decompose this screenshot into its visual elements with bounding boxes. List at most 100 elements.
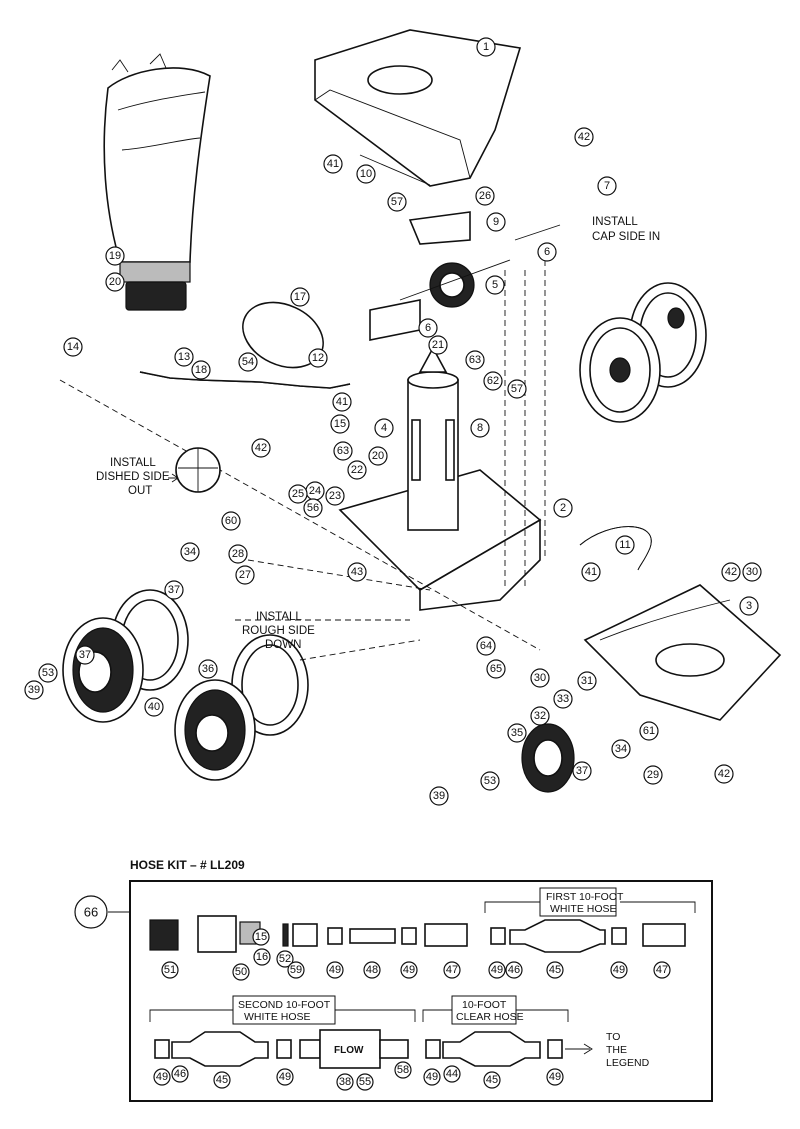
callout: 19 [105,246,125,266]
kit-callout-row1: 45 [546,961,564,979]
svg-text:35: 35 [511,727,523,739]
feed-hose-inner [139,371,351,389]
callout: 65 [486,659,506,679]
kit-part-49f [276,1039,292,1059]
callout: 5 [485,275,505,295]
svg-text:32: 32 [534,710,546,722]
svg-text:33: 33 [557,693,569,705]
callout: 43 [347,562,367,582]
callout: 42 [574,127,594,147]
callout: 21 [428,335,448,355]
svg-text:36: 36 [202,663,214,675]
callout: 37 [75,645,95,665]
note-dished-side-line2: DISHED SIDE [96,471,170,483]
svg-text:19: 19 [109,250,121,262]
second-white-hose-label-line1: SECOND 10-FOOT [238,999,331,1011]
drive-shaft [399,259,511,301]
note-rough-side-line3: DOWN [265,639,301,651]
callout: 24 [305,481,325,501]
svg-text:49: 49 [329,964,341,976]
second-white-hose-label-line2: WHITE HOSE [244,1011,311,1023]
clear-hose-label-line2: CLEAR HOSE [456,1011,524,1023]
svg-text:20: 20 [372,450,384,462]
callout: 6 [537,242,557,262]
svg-text:53: 53 [484,775,496,787]
callout: 40 [144,697,164,717]
svg-text:13: 13 [178,351,190,363]
svg-text:46: 46 [174,1068,186,1080]
wheel-bottom-right [521,723,575,793]
svg-text:60: 60 [225,515,237,527]
svg-text:45: 45 [549,964,561,976]
svg-text:8: 8 [477,422,483,434]
kit-callout-row2: 38 [336,1073,354,1091]
kit-part-45c [442,1031,541,1067]
kit-callout-row1: 47 [653,961,671,979]
kit-callout-row1: 15 [252,928,270,946]
svg-text:4: 4 [381,422,387,434]
shaft-6 [514,224,561,241]
svg-text:12: 12 [312,352,324,364]
callout: 34 [611,739,631,759]
svg-text:45: 45 [216,1074,228,1086]
callout: 37 [572,761,592,781]
first-white-hose-label-line1: FIRST 10-FOOT [546,891,624,903]
svg-text:40: 40 [148,701,160,713]
second-white-hose-label-box [232,995,336,1025]
kit-part-45b [171,1031,269,1067]
svg-text:30: 30 [746,566,758,578]
kit-part-52 [282,923,289,947]
callout: 15 [330,414,350,434]
svg-text:39: 39 [28,684,40,696]
callout: 62 [483,371,503,391]
note-rough-side-line1: INSTALL [256,611,302,623]
svg-text:49: 49 [156,1071,168,1083]
kit-callout-row2: 49 [153,1068,171,1086]
wheel-left-front [62,617,144,723]
clear-hose-label-line1: 10-FOOT [462,999,507,1011]
callout: 41 [323,154,343,174]
callout: 11 [615,535,635,555]
kit-part-49c [490,927,506,945]
callout: 34 [180,542,200,562]
kit-callout: 66 [74,895,108,929]
callout: 42 [721,562,741,582]
svg-text:41: 41 [585,566,597,578]
to-legend-arrow [565,1043,593,1055]
kit-callout-row1: 49 [400,961,418,979]
callout: 1 [476,37,496,57]
svg-text:59: 59 [290,964,302,976]
callout: 54 [238,352,258,372]
callout: 17 [290,287,310,307]
wheel-center-front [174,679,256,781]
kit-callout-row2: 45 [213,1071,231,1089]
svg-text:65: 65 [490,663,502,675]
kit-callout-row1: 50 [232,963,250,981]
main-body [338,211,542,611]
flow-label: FLOW [334,1045,364,1056]
svg-text:46: 46 [508,964,520,976]
kit-callout-row1: 49 [488,961,506,979]
callout: 3 [739,596,759,616]
svg-text:34: 34 [184,546,196,558]
callout: 29 [643,765,663,785]
kit-part-49e [154,1039,170,1059]
callout: 20 [368,446,388,466]
svg-text:6: 6 [425,322,431,334]
callout: 4 [374,418,394,438]
callout: 35 [507,723,527,743]
svg-text:53: 53 [42,667,54,679]
svg-text:24: 24 [309,485,321,497]
svg-text:41: 41 [336,396,348,408]
svg-text:22: 22 [351,464,363,476]
note-dished-side-line3: OUT [128,485,152,497]
svg-text:47: 47 [656,964,668,976]
callout: 33 [553,689,573,709]
hose-kit-title: HOSE KIT – # LL209 [130,858,245,872]
svg-text:49: 49 [403,964,415,976]
kit-part-51 [149,919,179,951]
svg-text:57: 57 [391,196,403,208]
kit-callout-row2: 46 [171,1065,189,1083]
callout: 42 [714,764,734,784]
